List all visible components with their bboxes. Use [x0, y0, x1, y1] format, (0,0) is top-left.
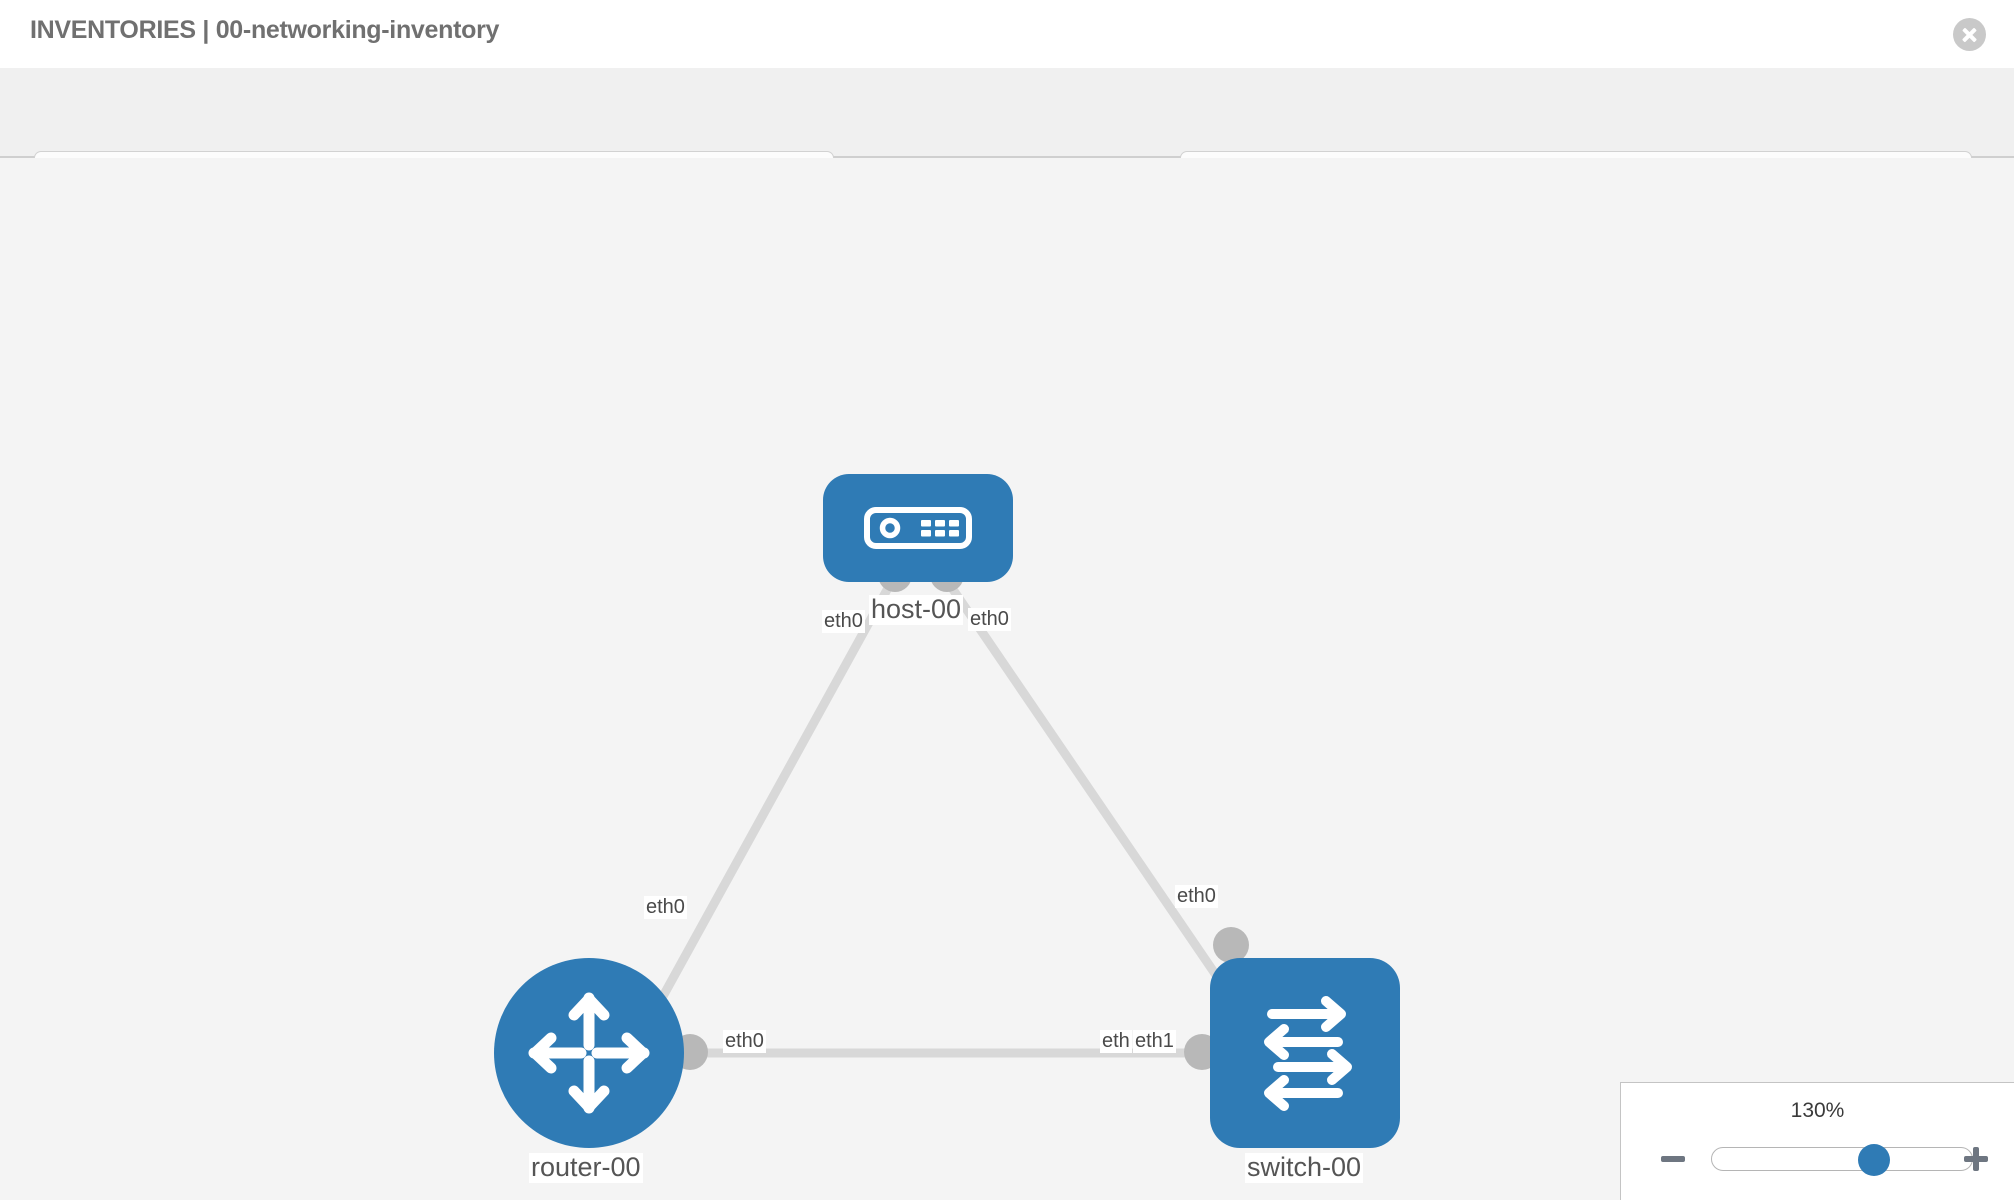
link-host-switch — [947, 583, 1240, 1008]
zoom-slider-row — [1621, 1139, 2014, 1179]
zoom-slider-track[interactable] — [1711, 1144, 1973, 1176]
iface-label-switch-left: eth1 — [1133, 1030, 1176, 1053]
zoom-level-value: 130% — [1790, 1099, 1845, 1122]
page-header: INVENTORIES | 00-networking-inventory — [0, 0, 2014, 68]
zoom-out-button[interactable] — [1657, 1143, 1689, 1175]
topology-links — [635, 583, 1240, 1058]
zoom-slider-thumb[interactable] — [1858, 1144, 1890, 1176]
node-switch-00-shape[interactable] — [1210, 958, 1400, 1148]
iface-label-switch-left-under: eth — [1100, 1030, 1132, 1053]
node-router-00-label: router-00 — [529, 1152, 643, 1183]
iface-label-router-right: eth0 — [723, 1030, 766, 1053]
iface-label-router-up: eth0 — [644, 896, 687, 919]
node-switch-00-label: switch-00 — [1245, 1152, 1364, 1183]
iface-label-switch-up: eth0 — [1175, 885, 1218, 908]
node-router-00-shape[interactable] — [494, 958, 684, 1148]
server-icon — [864, 507, 972, 549]
port-switch-top[interactable] — [1213, 927, 1249, 963]
page-title: INVENTORIES | 00-networking-inventory — [30, 16, 500, 44]
zoom-in-button[interactable] — [1960, 1143, 1992, 1175]
switch-arrows-icon — [1264, 996, 1352, 1111]
topology-canvas[interactable]: host-00 router-00 — [0, 158, 2014, 1200]
router-arrows-icon — [528, 992, 650, 1114]
toolbar: ACTIONS SEARCH — [0, 68, 2014, 203]
iface-label-host-left: eth0 — [822, 610, 865, 633]
iface-label-host-right: eth0 — [968, 608, 1011, 631]
zoom-control-panel: 130% — [1620, 1082, 2014, 1200]
link-host-router — [635, 583, 893, 1043]
node-host-00-shape[interactable] — [823, 474, 1013, 582]
node-host-00-label: host-00 — [869, 594, 964, 625]
close-icon[interactable] — [1953, 18, 1986, 51]
